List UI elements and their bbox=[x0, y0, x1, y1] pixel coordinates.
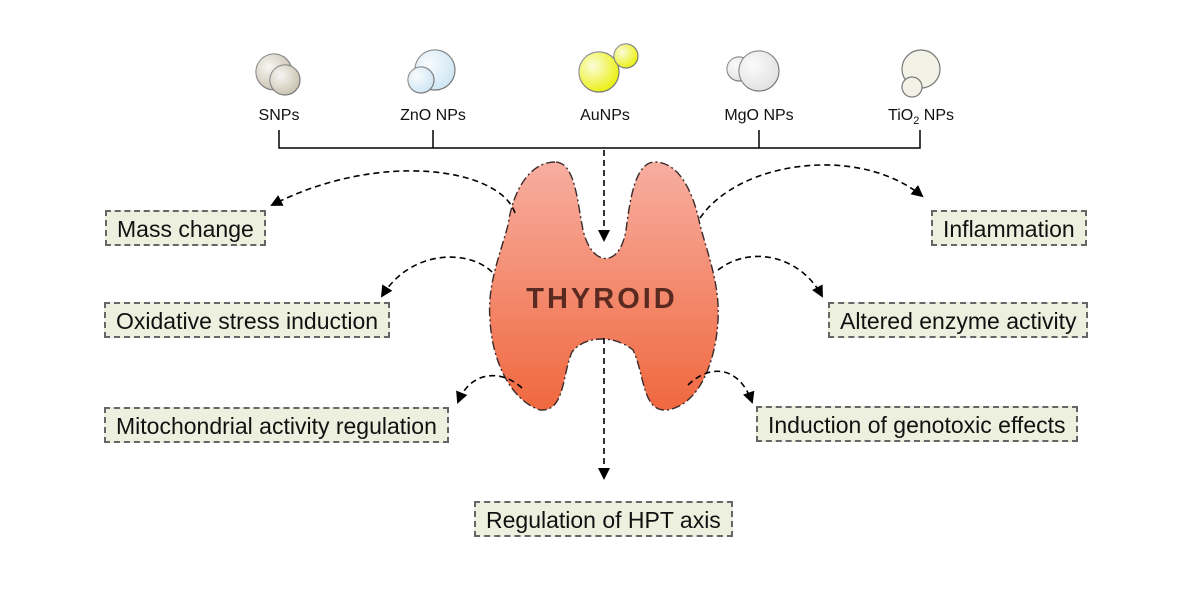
arrow-to-enzyme bbox=[717, 255, 823, 298]
np-sphere-zno bbox=[407, 49, 456, 94]
arrow-to-mass-change bbox=[270, 170, 516, 214]
np-label-zno: ZnO NPs bbox=[400, 107, 466, 124]
effect-genotoxic: Induction of genotoxic effects bbox=[756, 406, 1078, 442]
effect-enzyme: Altered enzyme activity bbox=[828, 302, 1089, 338]
np-sphere-small bbox=[901, 76, 923, 98]
arrow-to-oxidative-stress bbox=[380, 256, 493, 298]
np-bracket bbox=[278, 130, 921, 149]
np-label-au: AuNPs bbox=[580, 107, 630, 124]
np-label-snps: SNPs bbox=[258, 107, 300, 124]
arrow-to-genotoxic bbox=[687, 370, 755, 404]
effect-inflammation: Inflammation bbox=[931, 210, 1087, 246]
np-sphere-tio2 bbox=[901, 49, 941, 98]
np-label-mgo: MgO NPs bbox=[724, 107, 794, 124]
effect-mass-change: Mass change bbox=[105, 210, 266, 246]
np-sphere-mgo bbox=[726, 50, 780, 92]
thyroid-gland-shape bbox=[488, 161, 719, 411]
np-sphere-au bbox=[578, 43, 639, 93]
effect-arrows bbox=[270, 150, 924, 480]
effect-mitochondrial: Mitochondrial activity regulation bbox=[104, 407, 449, 443]
effect-hpt-axis: Regulation of HPT axis bbox=[474, 501, 733, 537]
thyroid-label: THYROID bbox=[526, 283, 678, 315]
arrow-to-inflammation bbox=[699, 164, 924, 219]
effect-oxidative-stress: Oxidative stress induction bbox=[104, 302, 391, 338]
np-sphere-snps bbox=[255, 53, 301, 96]
np-label-tio2: TiO2 NPs bbox=[888, 107, 954, 128]
